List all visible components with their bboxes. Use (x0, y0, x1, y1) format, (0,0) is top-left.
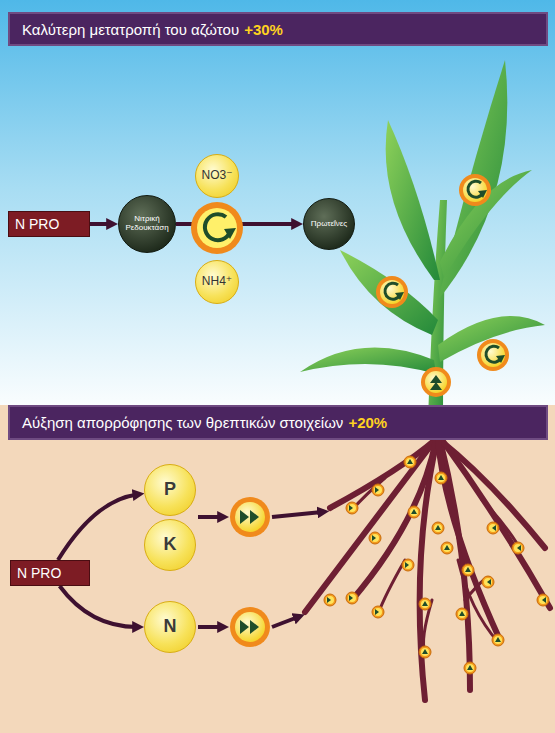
uptake-icon (230, 607, 270, 647)
heading-band: Αύξηση απορρόφησης των θρεπτικών στοιχεί… (8, 405, 548, 440)
percent-value: +30% (244, 21, 283, 38)
node-label: N (164, 617, 177, 637)
node-label: Πρωτεΐνες (311, 220, 347, 229)
flow-arrow (58, 494, 137, 560)
ion-circle: NH4⁺ (195, 260, 239, 304)
leaf-icon (376, 276, 408, 308)
node-label: Καλύτερη μετατροπή του αζώτου (22, 21, 239, 38)
flow-arrow (90, 222, 111, 226)
ion-circle: NO3⁻ (195, 154, 239, 198)
node-label: NH4⁺ (202, 275, 232, 288)
soil (0, 405, 555, 733)
node-label: K (164, 535, 177, 555)
node-label: N PRO (15, 216, 59, 232)
leaf-icon (459, 174, 491, 206)
protein-circle: Πρωτεΐνες (303, 198, 355, 250)
stem-and-leaves (300, 60, 545, 420)
heading-band: Καλύτερη μετατροπή του αζώτου +30% (8, 12, 548, 46)
nutrient-circle: K (144, 519, 196, 571)
node-label: N PRO (17, 565, 61, 581)
percent-value: +20% (348, 414, 387, 431)
nutrient-circle: N (144, 601, 196, 653)
roots (305, 440, 550, 700)
sky (0, 0, 555, 420)
stem-icon (421, 367, 451, 397)
product-box: N PRO (8, 211, 90, 237)
product-box: N PRO (10, 560, 90, 586)
node-label: P (164, 480, 176, 500)
nutrient-circle: P (144, 464, 196, 516)
node-label: Αύξηση απορρόφησης των θρεπτικών στοιχεί… (22, 414, 343, 431)
leaf-icon (477, 339, 509, 371)
flow-arrow (60, 586, 137, 627)
conversion-icon (191, 202, 243, 254)
node-label: NO3⁻ (201, 169, 232, 182)
enzyme-circle: Νιτρική Ρεδουκτάση (118, 195, 176, 253)
root-icons (324, 456, 549, 674)
uptake-icon (230, 497, 270, 537)
node-label: Νιτρική Ρεδουκτάση (124, 215, 171, 233)
